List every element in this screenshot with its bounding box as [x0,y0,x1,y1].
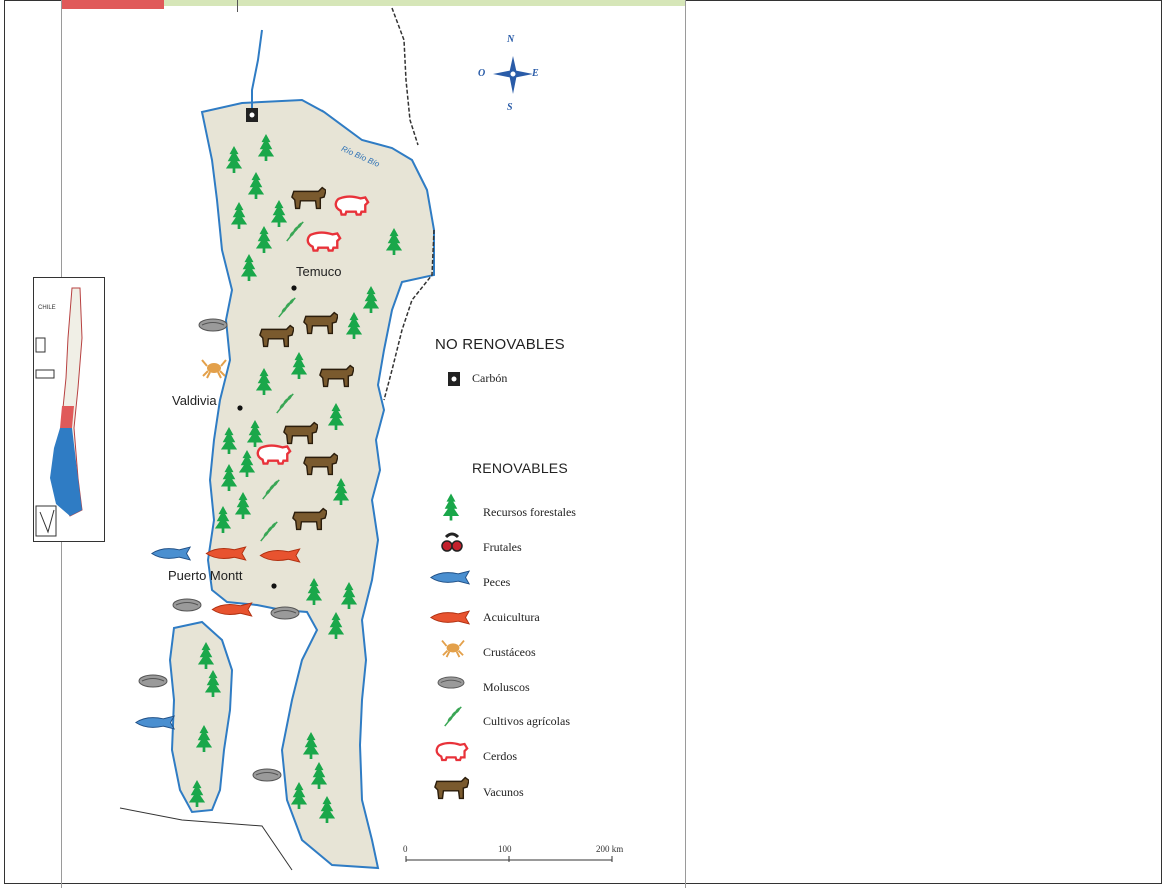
pig-icon [256,444,292,465]
pig-icon [306,231,342,252]
mollusc-icon [138,674,168,688]
compass-south: S [507,102,513,113]
legend-label-molluscs: Moluscos [483,680,530,694]
legend-title-renewable: RENOVABLES [472,460,568,476]
city-dot-temuco [291,285,297,291]
salmon-icon [430,610,470,625]
crop-icon [444,706,462,727]
mollusc-icon [270,606,300,620]
legend-label-coal: Carbón [472,371,508,385]
fish-icon [135,715,175,730]
legend-label-cattle: Vacunos [483,785,524,799]
inset-map-canvas [35,287,83,537]
salmon-icon [211,602,253,617]
legend-label-fish: Peces [483,575,511,589]
legend-title-non-renewable: NO RENOVABLES [435,336,565,353]
scale-bar [405,856,613,862]
international-border [383,7,435,401]
coal-icon [448,372,460,386]
fruit-icon [441,532,463,552]
compass-west: O [478,68,486,79]
legend-label-crops: Cultivos agrícolas [483,714,570,728]
crab-icon [441,639,465,658]
region-boundary-south [119,807,293,871]
legend-label-crustaceans: Crustáceos [483,645,536,659]
compass-east: E [532,68,539,79]
legend-label-aquaculture: Acuicultura [483,610,540,624]
crab-icon [201,359,227,379]
tree-icon [442,493,460,521]
compass-north: N [507,34,515,45]
scale-label-200: 200 km [596,844,624,854]
top-strip-tick [237,0,238,12]
scale-label-0: 0 [403,844,408,854]
land-region-chiloe [168,620,234,814]
top-strip-red [62,0,164,9]
city-dot-puerto-montt [271,583,277,589]
river-north [251,29,263,112]
legend-label-forest: Recursos forestales [483,505,576,519]
fish-icon [430,570,470,585]
coal-icon [246,108,258,122]
inset-label: CHILE [38,305,56,311]
city-label-valdivia: Valdivia [172,393,217,408]
inset-locator-map: CHILE [33,277,105,542]
legend-label-pigs: Cerdos [483,749,517,763]
pig-icon [435,741,469,762]
mollusc-icon [198,318,228,332]
legend-label-fruit: Frutales [483,540,522,554]
river-small [321,109,363,141]
city-dot-valdivia [237,405,243,411]
fish-icon [151,546,191,561]
map-canvas [119,7,613,871]
mollusc-icon [437,676,465,689]
city-label-temuco: Temuco [296,264,342,279]
scale-label-100: 100 [498,844,512,854]
mollusc-icon [172,598,202,612]
pig-icon [334,195,370,216]
cow-icon [434,776,469,800]
city-label-puerto-montt: Puerto Montt [168,568,243,583]
top-strip-green [164,0,685,6]
mollusc-icon [252,768,282,782]
compass-rose [493,56,533,94]
